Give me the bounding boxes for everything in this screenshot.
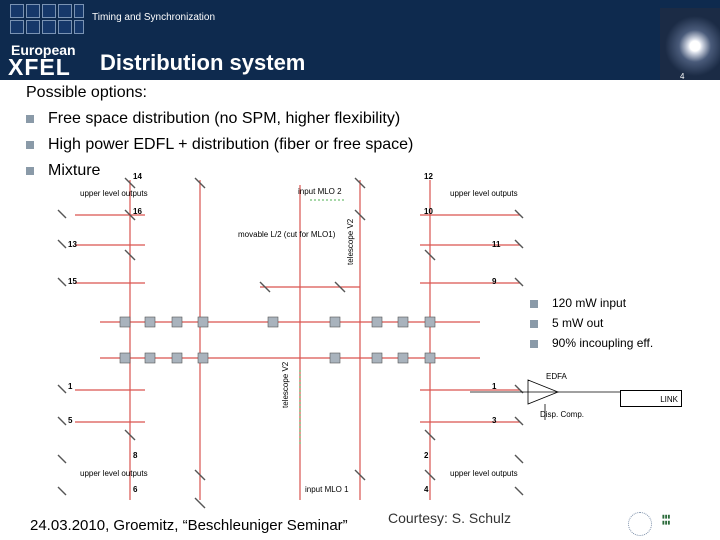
output-number: 6 (133, 485, 138, 494)
xfel-logo: European XFEL (0, 0, 90, 80)
output-number: 11 (492, 240, 501, 249)
dispersion-compensation-label: Disp. Comp. (540, 410, 585, 419)
spec-text: 90% incoupling eff. (552, 336, 654, 350)
logo-square (58, 4, 72, 18)
output-number: 14 (133, 172, 142, 181)
option-item: High power EDFL + distribution (fiber or… (26, 136, 413, 154)
logo-text-xfel: XFEL (8, 54, 71, 80)
lower-outputs-label: upper level outputs (80, 469, 148, 478)
header-bar: European XFEL Timing and Synchronization… (0, 0, 720, 81)
page-title: Distribution system (100, 50, 306, 75)
output-number: 3 (492, 416, 497, 425)
bullet-square-icon (530, 299, 538, 308)
bullet-square-icon (26, 166, 34, 175)
logo-square (26, 4, 40, 18)
link-box: LINK (620, 390, 682, 407)
output-number: 1 (492, 382, 497, 391)
telescope-label: telescope V2 (346, 218, 355, 265)
input-mlo2-label: input MLO 2 (298, 187, 342, 196)
bullet-square-icon (530, 339, 538, 348)
option-item: Mixture (26, 162, 100, 180)
output-number: 5 (68, 416, 73, 425)
logo-text-european: European (11, 42, 76, 58)
option-text: Free space distribution (no SPM, higher … (48, 110, 401, 127)
logo-square (58, 20, 72, 34)
spec-item: 90% incoupling eff. (530, 336, 653, 350)
edfa-label: EDFA (546, 372, 567, 381)
spec-text: 120 mW input (552, 296, 627, 310)
lower-outputs-label: upper level outputs (450, 469, 518, 478)
bullet-square-icon (26, 140, 34, 149)
telescope-label: telescope V2 (281, 361, 290, 408)
logo-square (74, 20, 84, 34)
option-item: Free space distribution (no SPM, higher … (26, 110, 400, 128)
header-subtitle: Timing and Synchronization (92, 12, 216, 23)
desy-logo-icon (628, 512, 652, 536)
helmholtz-logo-icon: ▮▮▮▮▮▮ (662, 514, 671, 526)
intro-text: Possible options: (26, 84, 147, 101)
page-number: 4 (680, 72, 685, 81)
option-text: High power EDFL + distribution (fiber or… (48, 136, 414, 153)
logo-square (74, 4, 84, 18)
logo-square (42, 20, 56, 34)
option-text: Mixture (48, 162, 101, 179)
bullet-square-icon (26, 114, 34, 123)
output-number: 15 (68, 277, 77, 286)
logo-square (42, 4, 56, 18)
output-number: 10 (424, 207, 433, 216)
output-number: 13 (68, 240, 77, 249)
logo-square (10, 4, 24, 18)
upper-outputs-label: upper level outputs (80, 189, 148, 198)
spec-text: 5 mW out (552, 316, 604, 330)
header-photo (660, 8, 720, 80)
courtesy-text: Courtesy: S. Schulz (388, 510, 511, 526)
spec-item: 5 mW out (530, 316, 603, 330)
footer-text: 24.03.2010, Groemitz, “Beschleuniger Sem… (30, 517, 348, 534)
bullet-square-icon (530, 319, 538, 328)
output-number: 12 (424, 172, 433, 181)
output-number: 16 (133, 207, 142, 216)
movable-lambda-label: movable L/2 (cut for MLO1) (238, 230, 336, 239)
output-number: 2 (424, 451, 429, 460)
upper-outputs-label: upper level outputs (450, 189, 518, 198)
output-number: 9 (492, 277, 497, 286)
spec-item: 120 mW input (530, 296, 626, 310)
logo-square (26, 20, 40, 34)
input-mlo1-label: input MLO 1 (305, 485, 349, 494)
output-number: 1 (68, 382, 73, 391)
output-number: 8 (133, 451, 138, 460)
output-number: 4 (424, 485, 429, 494)
logo-square (10, 20, 24, 34)
